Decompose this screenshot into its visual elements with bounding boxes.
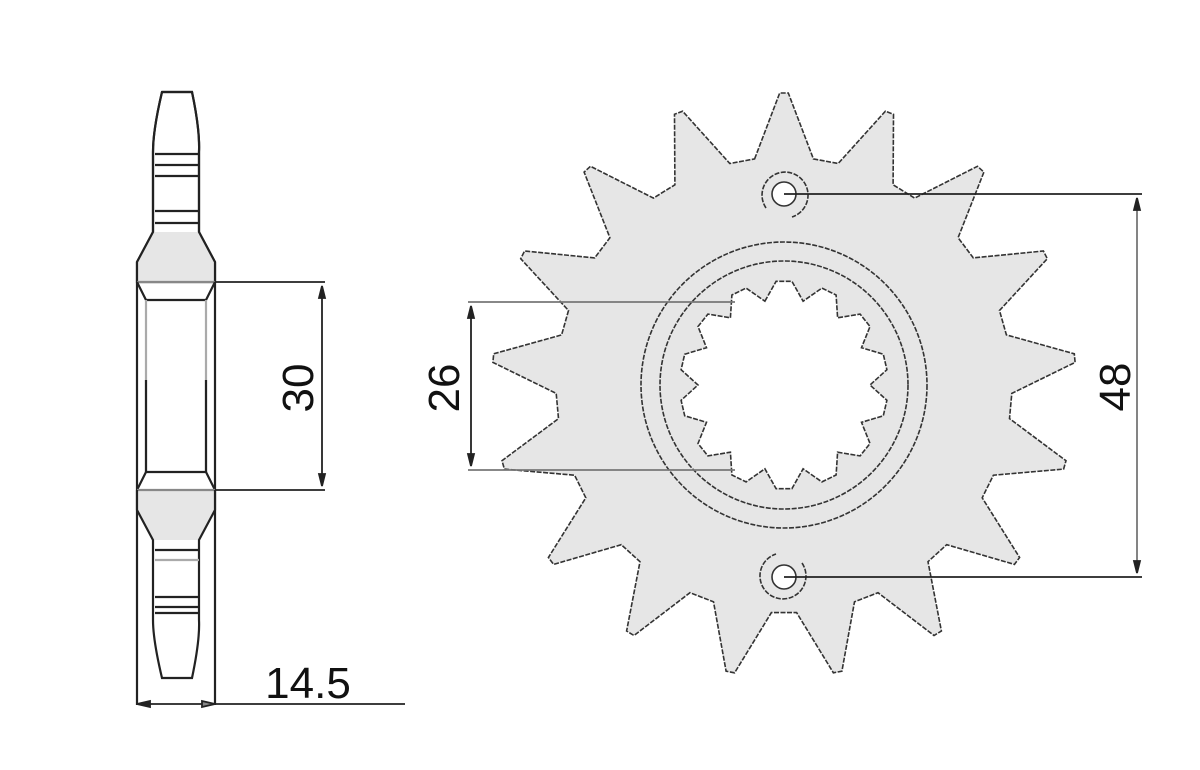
side-view [135,90,217,705]
dimension-26 [466,301,735,471]
front-view [492,92,1076,674]
spline-bore [680,280,888,490]
dimension-14-5-label: 14.5 [265,659,351,708]
dimension-48-label: 48 [1091,363,1140,412]
dimension-30-label: 30 [274,364,323,413]
outer-ring [640,241,928,529]
dimension-26-label: 26 [420,364,469,413]
dimension-14-5 [136,699,405,709]
inner-ring [659,260,909,510]
dimension-30 [215,281,327,491]
dimension-48 [784,193,1142,578]
